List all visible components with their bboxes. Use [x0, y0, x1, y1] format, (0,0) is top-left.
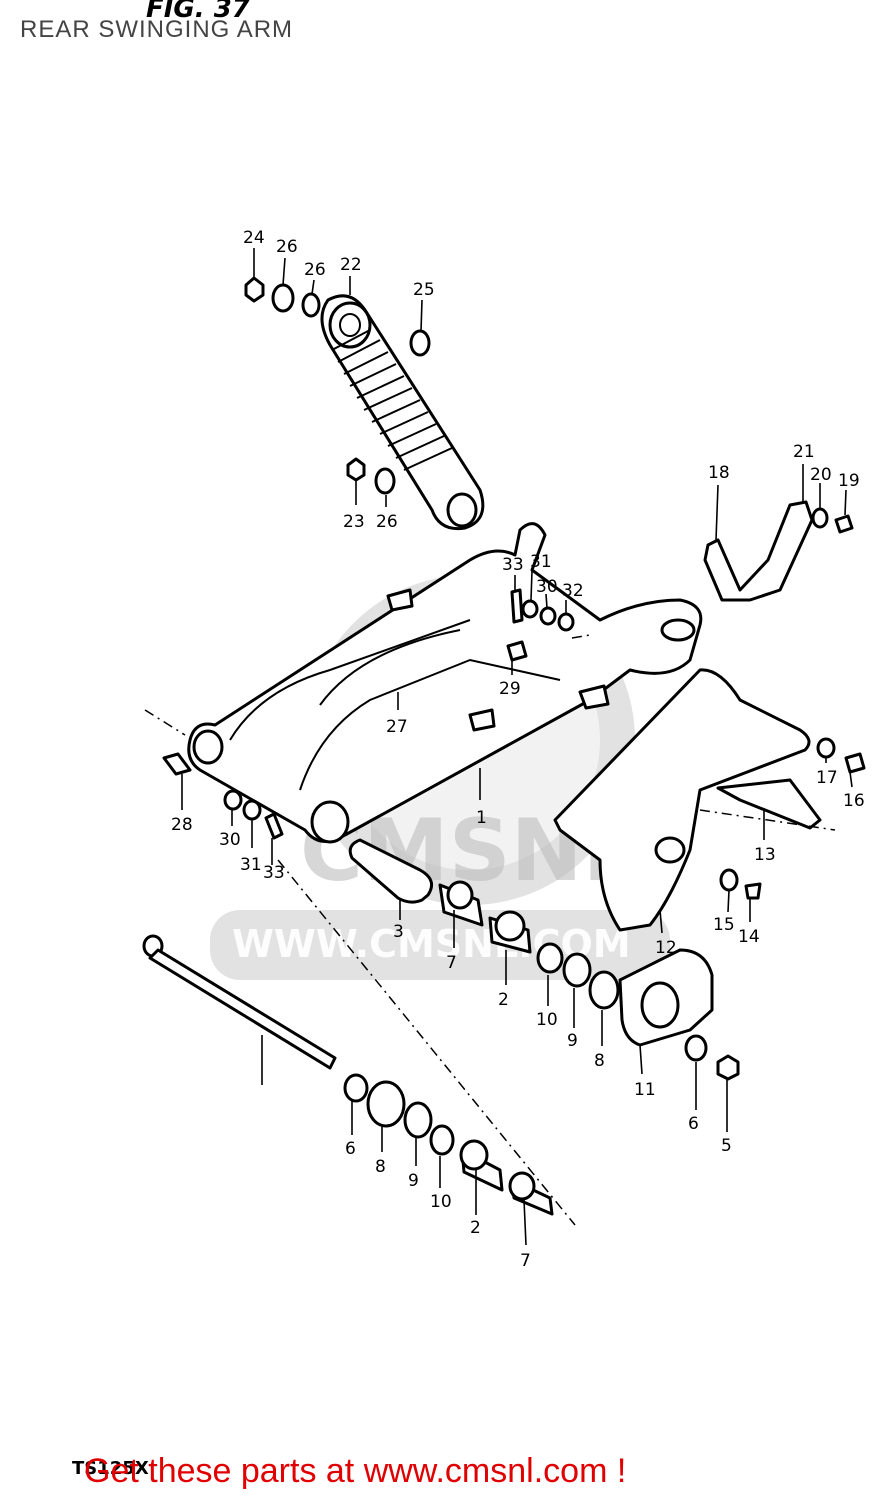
callout-label: 2: [498, 990, 509, 1010]
callout-label: 13: [754, 845, 776, 865]
callout-label: 12: [655, 938, 677, 958]
cta-link[interactable]: Get these parts at www.cmsnl.com !: [84, 1452, 627, 1490]
callout-label: 10: [430, 1192, 452, 1212]
callout-label: 8: [375, 1157, 386, 1177]
callout-label: 11: [634, 1080, 656, 1100]
callout-label: 19: [838, 471, 860, 491]
callout-label: 26: [304, 260, 326, 280]
callout-label: 24: [243, 228, 265, 248]
arm-fasteners: [162, 588, 575, 840]
callout-label: 31: [530, 552, 552, 572]
callout-label: 9: [567, 1031, 578, 1051]
callout-label: 3: [393, 922, 404, 942]
rear-shock-absorber: [320, 294, 485, 531]
callout-label: 5: [721, 1136, 732, 1156]
callout-label: 9: [408, 1171, 419, 1191]
callout-labels: 24 26 26 22 25 23 26 18 21 20 19 33 31 3…: [171, 228, 865, 1271]
callout-label: 21: [793, 442, 815, 462]
callout-label: 15: [713, 915, 735, 935]
callout-label: 7: [520, 1251, 531, 1271]
callout-label: 26: [376, 512, 398, 532]
shock-lower-hardware: [346, 457, 396, 495]
callout-label: 30: [536, 577, 558, 597]
figure-number: FIG. 37: [146, 0, 250, 24]
leader-lines: [181, 248, 853, 1246]
callout-label: 6: [345, 1139, 356, 1159]
callout-label: 25: [413, 280, 435, 300]
assembly-axes: [144, 634, 836, 1226]
callout-label: 33: [502, 555, 524, 575]
watermark-url: WWW.CMSNL.COM: [232, 922, 631, 966]
callout-label: 27: [386, 717, 408, 737]
chain-case: [553, 668, 866, 932]
callout-label: 17: [816, 768, 838, 788]
callout-label: 32: [562, 581, 584, 601]
callout-label: 16: [843, 791, 865, 811]
callout-label: 14: [738, 927, 760, 947]
callout-label: 23: [343, 512, 365, 532]
callout-label: 31: [240, 855, 262, 875]
callout-label: 30: [219, 830, 241, 850]
callout-label: 29: [499, 679, 521, 699]
chain-guide-bracket: [703, 500, 854, 602]
callout-label: 18: [708, 463, 730, 483]
pivot-parts-left: [343, 1073, 554, 1216]
callout-label: 1: [476, 808, 487, 828]
callout-label: 8: [594, 1051, 605, 1071]
callout-label: 26: [276, 237, 298, 257]
callout-label: 7: [446, 953, 457, 973]
callout-label: 22: [340, 255, 362, 275]
swinging-arm: [187, 522, 703, 844]
pivot-shaft: [142, 934, 337, 1070]
shock-top-hardware: [244, 276, 431, 357]
callout-label: 6: [688, 1114, 699, 1134]
callout-label: 33: [263, 863, 285, 883]
callout-label: 20: [810, 465, 832, 485]
diagram-title: REAR SWINGING ARM: [20, 16, 294, 43]
model-code: TS125X: [72, 1458, 149, 1479]
callout-label: 2: [470, 1218, 481, 1238]
callout-label: 28: [171, 815, 193, 835]
pivot-parts-right: [348, 838, 740, 1081]
callout-label: 10: [536, 1010, 558, 1030]
